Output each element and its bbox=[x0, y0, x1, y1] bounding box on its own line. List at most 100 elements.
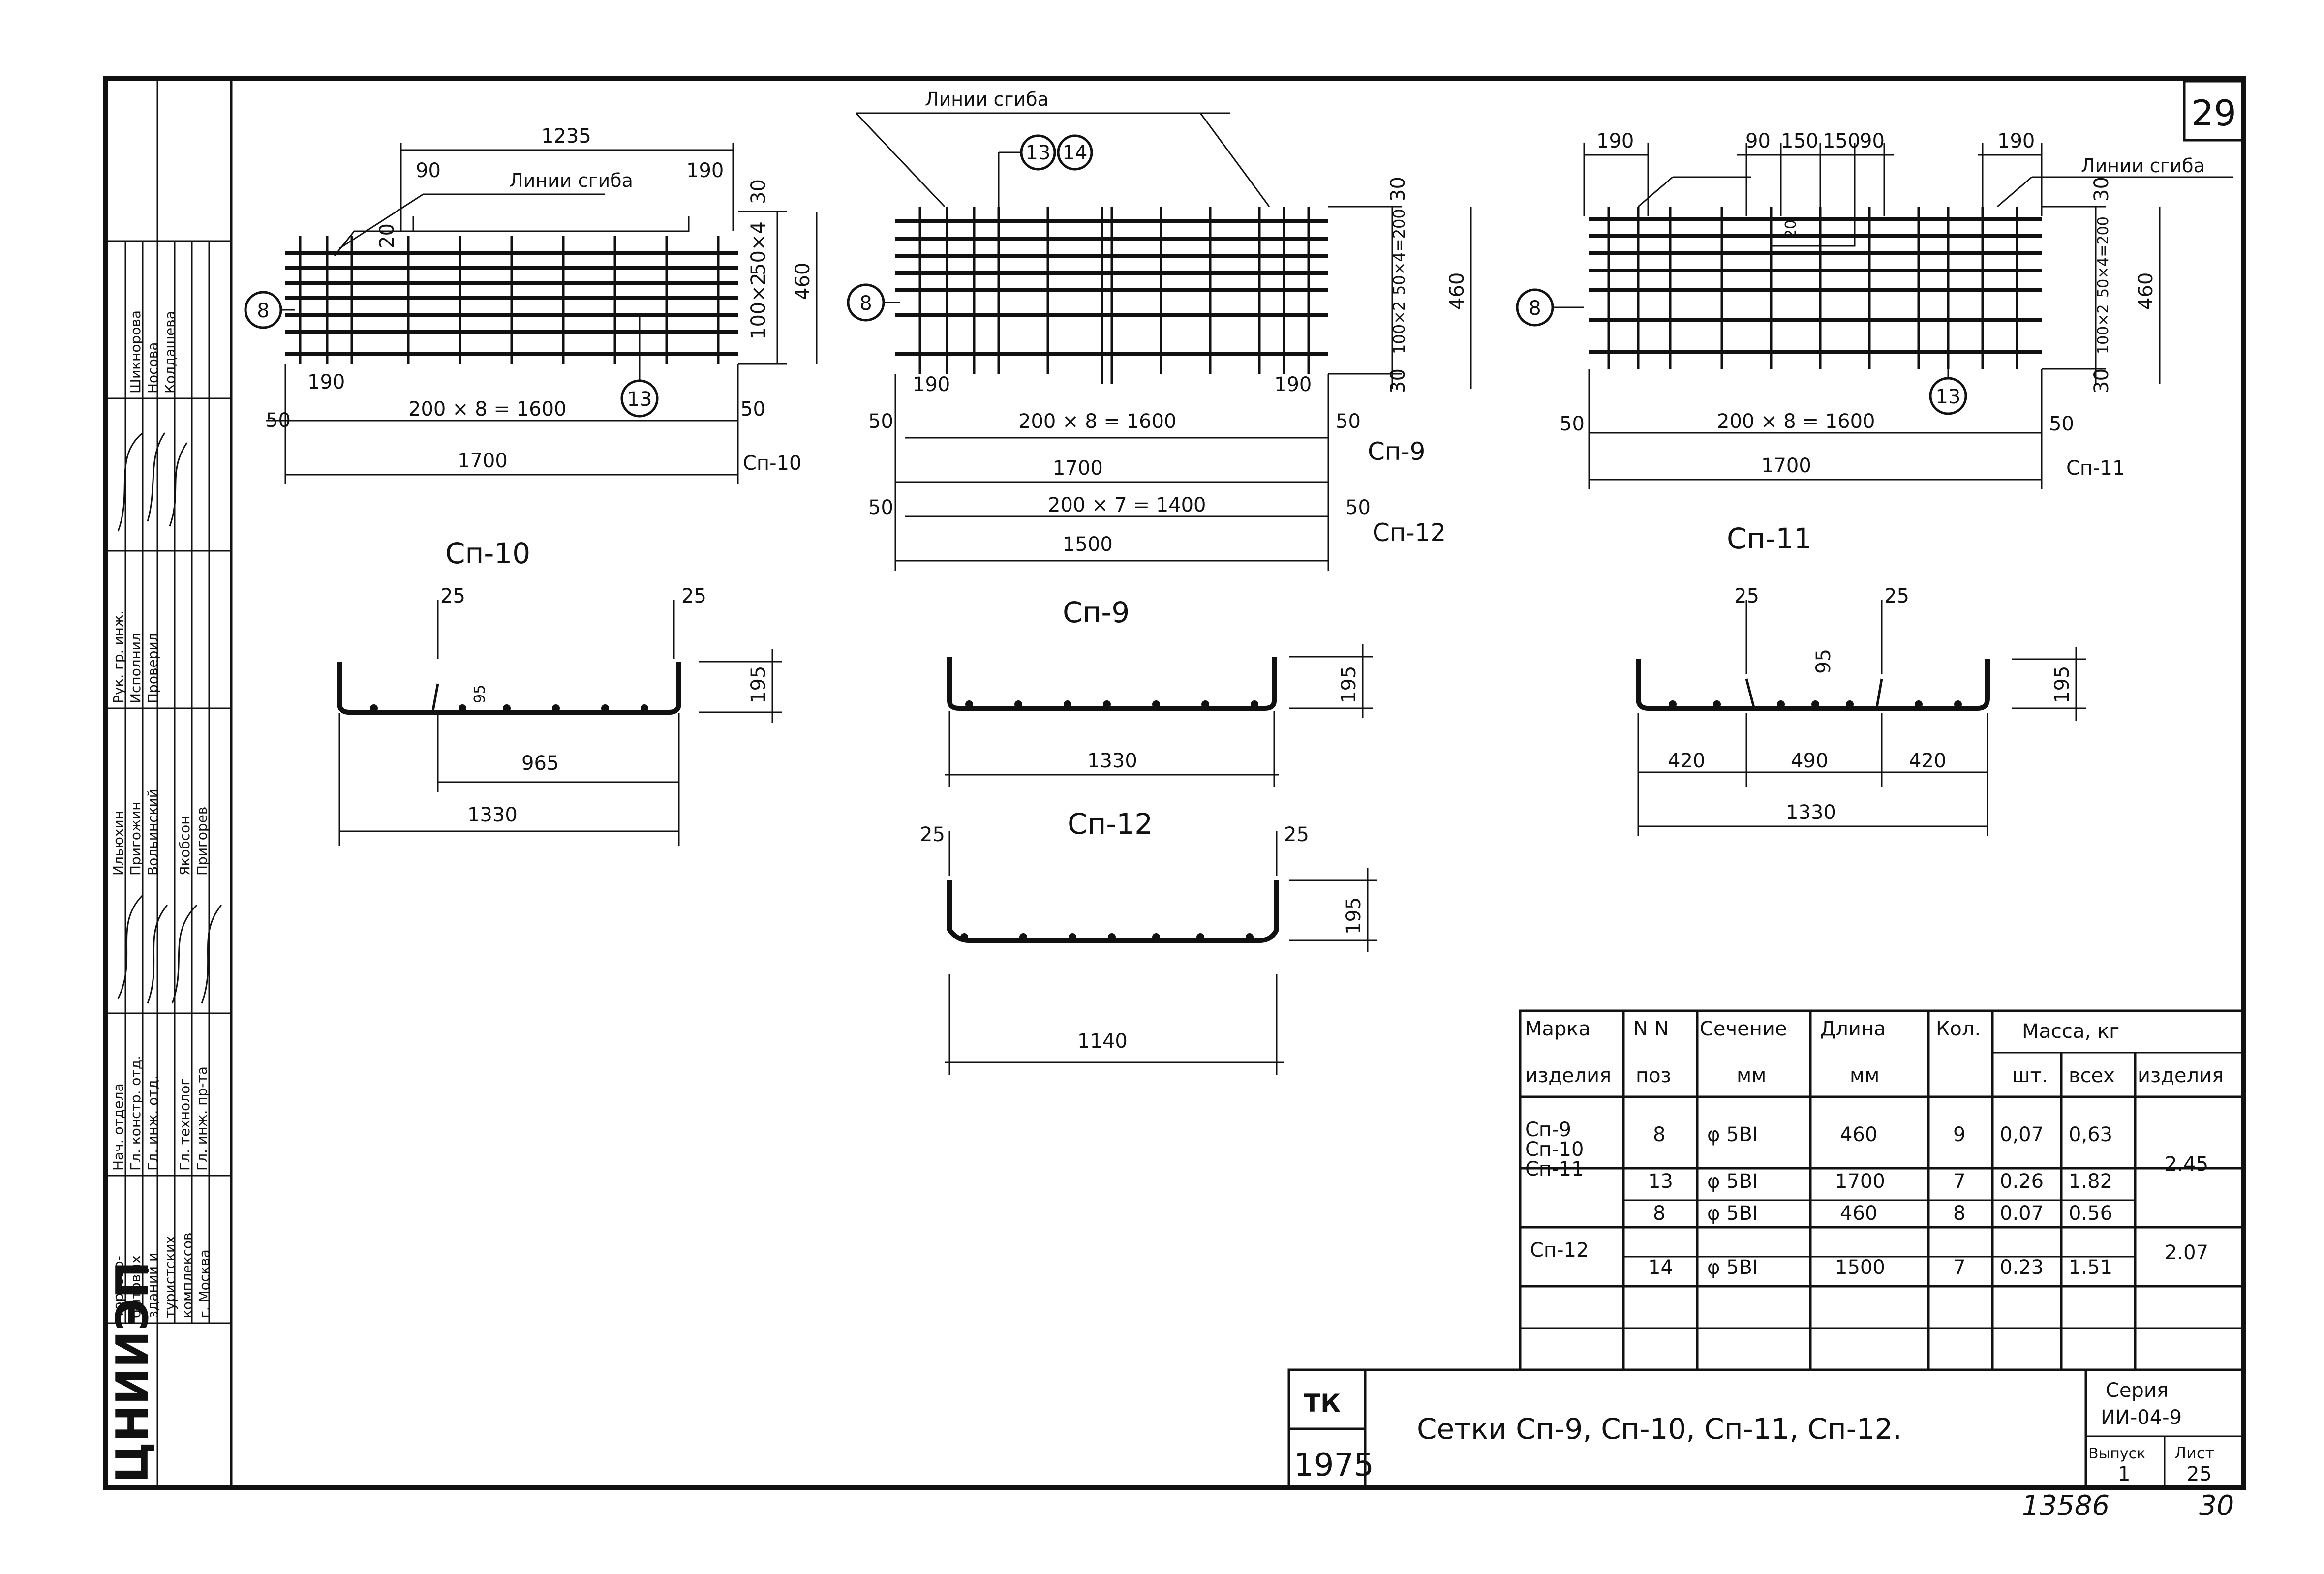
g1-mark-1: Сп-9 bbox=[1525, 1119, 1571, 1141]
th-sec-1: Сечение bbox=[1700, 1018, 1787, 1040]
sp9-dim-m-right2: 50 bbox=[1345, 496, 1371, 519]
g1-r2-qty: 7 bbox=[1953, 1170, 1965, 1193]
sp9-dim-left: 190 bbox=[913, 373, 950, 396]
g2-r1-sec: φ 5ВI bbox=[1707, 1202, 1758, 1225]
sp10-mark: Сп-10 bbox=[743, 452, 801, 475]
sp9-dim-bars: 200 × 8 = 1600 bbox=[1018, 410, 1176, 433]
g1-item-mass: 2.45 bbox=[2165, 1153, 2208, 1176]
g2-r2-sec: φ 5ВI bbox=[1707, 1256, 1758, 1279]
th-mass-pc: шт. bbox=[2012, 1064, 2048, 1087]
sp11-dim-v-mid: 50×4=200 bbox=[2095, 216, 2112, 298]
g1-r1-qty: 9 bbox=[1953, 1123, 1965, 1146]
signatures-mid bbox=[117, 894, 222, 1004]
sp10-pos-8: 8 bbox=[257, 300, 269, 322]
sp9-dim-total2: 1500 bbox=[1063, 533, 1113, 556]
sp11-sec-w-c: 420 bbox=[1909, 750, 1946, 772]
g2-r2-len: 1500 bbox=[1835, 1256, 1885, 1279]
g2-item-mass: 2.07 bbox=[2165, 1241, 2208, 1264]
th-qty: Кол. bbox=[1936, 1018, 1981, 1040]
sp10-plan: Линии сгиба 1235 90 190 20 190 200 × 8 =… bbox=[244, 125, 818, 484]
g1-r2-pc: 0.26 bbox=[2000, 1170, 2044, 1193]
sp10-dim-bars: 200 × 8 = 1600 bbox=[408, 398, 566, 421]
stamp-org-2: бытовых bbox=[127, 1255, 144, 1318]
stamp-role-5: Гл. инж. пр-та bbox=[194, 1066, 210, 1171]
sp10-section: Сп-10 25 25 95 195 965 1330 bbox=[337, 537, 782, 846]
sp10-sec-w-inner: 965 bbox=[521, 752, 559, 775]
sp9-plan: Линии сгиба 13 14 bbox=[847, 89, 1472, 571]
sp9-sec-w-total: 1330 bbox=[1087, 750, 1137, 772]
title-block: ТК 1975 Сетки Сп-9, Сп-10, Сп-11, Сп-12.… bbox=[1287, 1368, 2245, 1489]
sp11-mark: Сп-11 bbox=[2066, 457, 2125, 480]
stamp-name-top-3: Колдашева bbox=[162, 311, 178, 394]
sp9-section: Сп-9 195 1330 bbox=[945, 596, 1373, 787]
sp9-dim-v-total: 460 bbox=[1446, 272, 1468, 310]
g1-r1-pc: 0,07 bbox=[2000, 1123, 2044, 1146]
tb-year: 1975 bbox=[1294, 1447, 1374, 1483]
sp9-mark: Сп-9 bbox=[1368, 437, 1425, 466]
tb-series: ИИ-04-9 bbox=[2101, 1406, 2182, 1429]
stamp-role2-3: Проверил bbox=[145, 633, 161, 703]
sp10-dim-bend-h: 20 bbox=[376, 223, 398, 248]
sp10-dim-top: 1235 bbox=[541, 125, 591, 148]
tb-sheet-label: Лист bbox=[2174, 1444, 2214, 1462]
sp11-dim-v-total: 460 bbox=[2135, 272, 2157, 310]
sp10-dim-v-total: 460 bbox=[792, 263, 814, 300]
sp10-sec-inner: 95 bbox=[471, 685, 489, 703]
th-mass: Масса, кг bbox=[2022, 1020, 2119, 1043]
stamp-role-2: Гл. констр. отд. bbox=[127, 1056, 144, 1171]
th-len-1: Длина bbox=[1820, 1018, 1886, 1040]
sp11-bend-label: Линии сгиба bbox=[2081, 155, 2205, 177]
sp11-pos-8: 8 bbox=[1529, 297, 1541, 320]
tb-title: Сетки Сп-9, Сп-10, Сп-11, Сп-12. bbox=[1417, 1412, 1902, 1446]
sp9-bend-label: Линии сгиба bbox=[925, 89, 1049, 110]
stamp-name-mid-3: Вольинский bbox=[145, 789, 161, 876]
th-pos-2: поз bbox=[1636, 1064, 1671, 1087]
stamp-org-3: зданий и bbox=[145, 1253, 161, 1318]
sp9-dim-right: 190 bbox=[1274, 373, 1312, 396]
sp10-dim-margin-left: 50 bbox=[266, 409, 291, 432]
sp12-sec-h: 195 bbox=[1343, 897, 1365, 935]
spec-table: Марка изделия N N поз Сечение мм Длина м… bbox=[1519, 1009, 2245, 1371]
sp9-sec-h: 195 bbox=[1338, 666, 1360, 703]
sheet-number: 29 bbox=[2191, 92, 2236, 134]
stamp-name-top-1: Шикнорова bbox=[127, 310, 144, 394]
sp10-sec-d-right: 25 bbox=[681, 585, 706, 607]
g1-r1-sec: φ 5ВI bbox=[1707, 1123, 1758, 1146]
handwritten-page: 30 bbox=[2199, 1490, 2234, 1522]
tb-issue-label: Выпуск bbox=[2088, 1445, 2145, 1462]
sp9-title: Сп-9 bbox=[1063, 596, 1130, 629]
stamp-role-4: Гл. технолог bbox=[177, 1078, 193, 1171]
sp12-sec-w-total: 1140 bbox=[1077, 1030, 1128, 1053]
sp11-dim-c3: 150 bbox=[1823, 130, 1860, 152]
sp11-dim-c2: 150 bbox=[1781, 130, 1818, 152]
sp11-plan: 20 Линии сгиба 190 90 150 150 90 190 8 1… bbox=[1516, 130, 2233, 489]
stamp-org-6: г. Москва bbox=[196, 1249, 213, 1318]
sp11-dim-v-low: 100×2 bbox=[2095, 304, 2112, 354]
g2-r2-all: 1.51 bbox=[2069, 1256, 2112, 1279]
sp10-sec-w-total: 1330 bbox=[467, 804, 518, 826]
handwritten-number: 13586 bbox=[2022, 1490, 2110, 1522]
org-logo: ЦНИИЭП bbox=[107, 1261, 158, 1483]
g2-r1-pos: 8 bbox=[1653, 1202, 1665, 1225]
sp11-dim-right: 190 bbox=[1997, 130, 2035, 152]
g2-r2-qty: 7 bbox=[1953, 1256, 1965, 1279]
tb-sheet: 25 bbox=[2187, 1463, 2212, 1485]
g1-r2-sec: φ 5ВI bbox=[1707, 1170, 1758, 1193]
side-stamp: Шикнорова Носова Колдашева Рук. гр. инж.… bbox=[104, 77, 233, 1489]
g1-r1-pos: 8 bbox=[1653, 1123, 1665, 1146]
sp9-dim-total: 1700 bbox=[1053, 457, 1103, 480]
signatures-top bbox=[117, 432, 188, 532]
sp9-pos-8: 8 bbox=[859, 292, 872, 315]
sp10-sec-h: 195 bbox=[747, 666, 770, 703]
sp11-sec-d-right: 25 bbox=[1884, 585, 1909, 607]
sp9-dim-v-bot: 30 bbox=[1387, 368, 1409, 394]
th-pos-1: N N bbox=[1633, 1018, 1669, 1040]
g1-mark-2: Сп-10 bbox=[1525, 1138, 1584, 1161]
sp10-pos-13: 13 bbox=[627, 388, 652, 411]
sp12-title: Сп-12 bbox=[1068, 807, 1153, 841]
sp12-sec-d-left: 25 bbox=[920, 823, 945, 846]
g2-r1-pc: 0.07 bbox=[2000, 1202, 2044, 1225]
sp12-section: Сп-12 25 25 195 1140 bbox=[920, 807, 1377, 1075]
g1-r1-len: 460 bbox=[1840, 1123, 1877, 1146]
